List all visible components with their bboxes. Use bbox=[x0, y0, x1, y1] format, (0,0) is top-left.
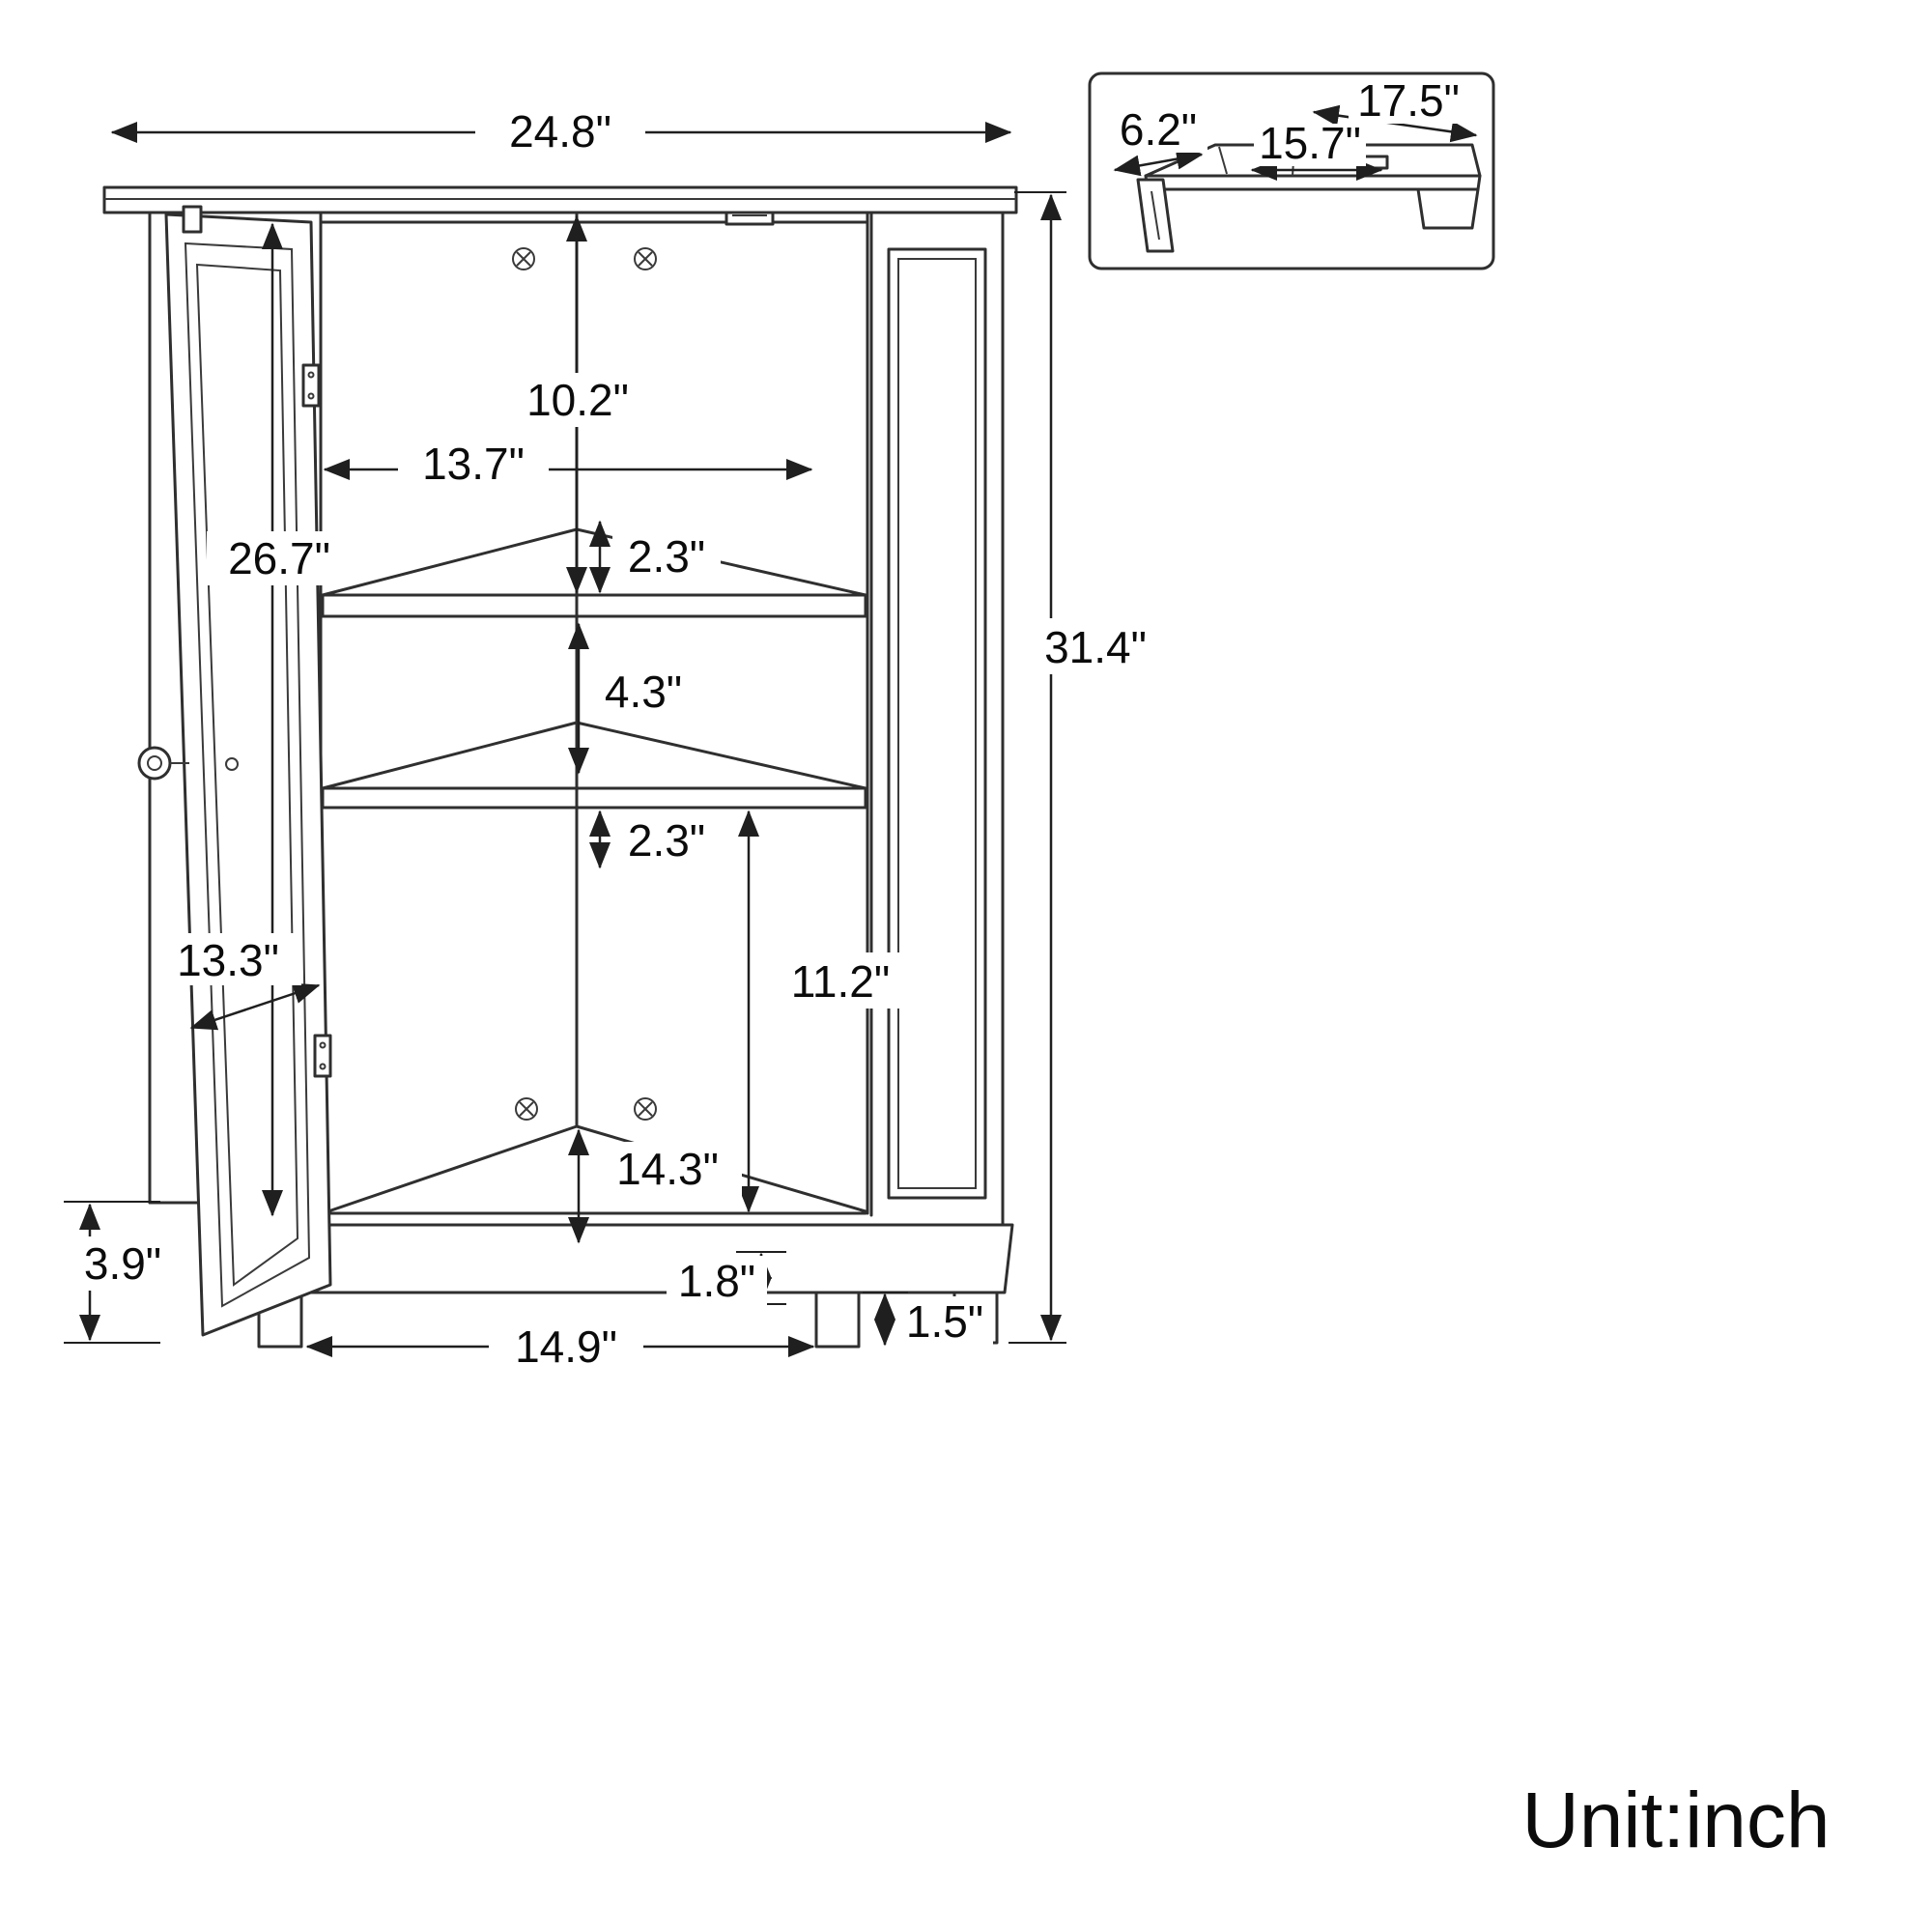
cabinet-drawing bbox=[102, 185, 1018, 1349]
cabinet-top bbox=[102, 185, 1018, 214]
dim-lower-section-height: 11.2" bbox=[738, 810, 918, 1213]
dim-label: 10.2" bbox=[526, 375, 629, 425]
dim-label: 24.8" bbox=[509, 106, 611, 156]
dim-plinth-height: 1.8" bbox=[667, 1251, 786, 1306]
dim-overall-width: 24.8" bbox=[110, 104, 1012, 158]
dim-label: 15.7" bbox=[1259, 118, 1361, 168]
top-view-right-side bbox=[1416, 187, 1480, 230]
dim-label: 14.3" bbox=[616, 1144, 719, 1194]
dim-label: 17.5" bbox=[1357, 75, 1460, 126]
dim-label: 2.3" bbox=[628, 815, 705, 866]
dim-interior-width: 13.7" bbox=[323, 437, 813, 491]
dim-label: 13.7" bbox=[422, 439, 525, 489]
dim-lower-shelf-clearance: 2.3" bbox=[589, 810, 721, 869]
dimensions-main-view: 24.8" 31.4" 10.2" 13.7" 26.7" 2 bbox=[58, 104, 1169, 1374]
dim-leg-height: 1.5" bbox=[863, 1292, 993, 1347]
dim-bottom-section-height: 14.3" bbox=[568, 1128, 742, 1244]
dim-label: 3.9" bbox=[84, 1238, 161, 1289]
dim-door-height: 26.7" bbox=[207, 222, 352, 1217]
dim-label: 2.3" bbox=[628, 531, 705, 582]
dim-overall-height: 31.4" bbox=[1009, 191, 1169, 1344]
dim-label: 1.5" bbox=[906, 1296, 983, 1347]
dim-label: 31.4" bbox=[1044, 622, 1147, 672]
right-side-panel bbox=[869, 211, 1005, 1264]
shelf-upper bbox=[321, 527, 867, 618]
door-knob bbox=[137, 746, 239, 781]
screw bbox=[515, 1097, 538, 1121]
cabinet-door bbox=[137, 205, 332, 1337]
dim-side-depth: 6.2" bbox=[1109, 104, 1208, 177]
screw bbox=[512, 247, 535, 270]
dim-base-height: 3.9" bbox=[58, 1201, 187, 1344]
dim-upper-shelf-clearance: 2.3" bbox=[589, 520, 721, 594]
cabinet-leg bbox=[814, 1291, 861, 1349]
dim-label: 4.3" bbox=[605, 667, 682, 717]
shelf-middle bbox=[321, 721, 867, 810]
inset-border bbox=[1088, 71, 1495, 270]
top-view-inset: 6.2" 17.5" 15.7" bbox=[1088, 71, 1495, 270]
dim-label: 6.2" bbox=[1120, 104, 1197, 155]
door-top-hinge bbox=[182, 205, 203, 234]
screw bbox=[634, 247, 657, 270]
dim-middle-section-height: 4.3" bbox=[568, 622, 697, 775]
door-hinge-bottom bbox=[313, 1034, 332, 1078]
unit-label: Unit:inch bbox=[1521, 1776, 1830, 1864]
dim-base-width: 14.9" bbox=[305, 1320, 815, 1374]
dim-top-section-height: 10.2" bbox=[514, 214, 641, 594]
screw bbox=[634, 1097, 657, 1121]
dim-label: 1.8" bbox=[678, 1256, 755, 1306]
dim-label: 13.3" bbox=[177, 935, 279, 985]
dim-label: 14.9" bbox=[515, 1321, 617, 1372]
dim-door-width: 13.3" bbox=[155, 933, 321, 1031]
dim-diagonal-width: 17.5" bbox=[1312, 75, 1478, 143]
top-view-open-door bbox=[1136, 178, 1175, 253]
dim-label: 11.2" bbox=[791, 956, 890, 1007]
dim-front-width: 15.7" bbox=[1250, 118, 1383, 181]
cabinet-base bbox=[209, 1223, 1014, 1349]
dim-label: 26.7" bbox=[228, 533, 330, 583]
door-hinge-top bbox=[301, 363, 321, 408]
